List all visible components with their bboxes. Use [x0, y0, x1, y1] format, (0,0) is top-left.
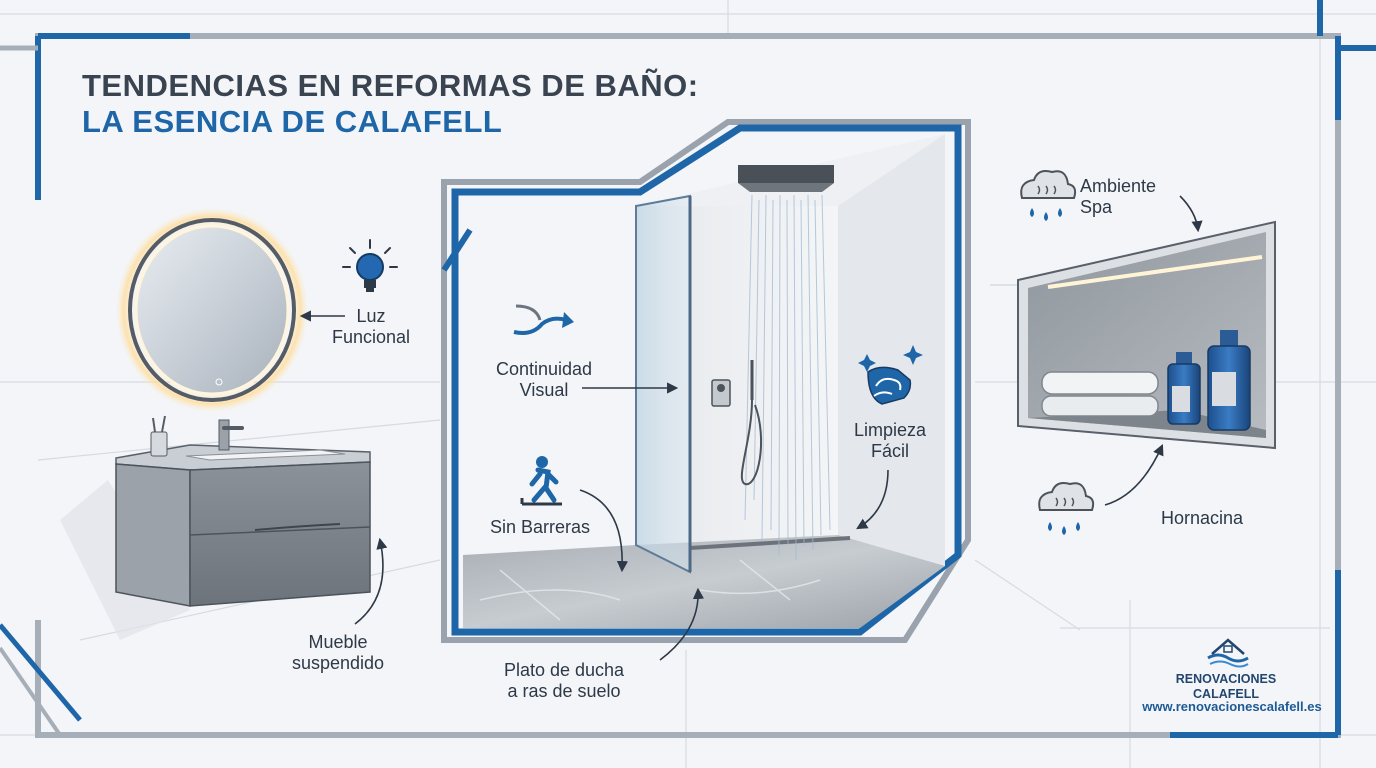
label-sin-barreras: Sin Barreras — [478, 517, 602, 538]
shower-frame — [441, 119, 971, 643]
walking-person-icon — [520, 456, 562, 506]
label-line: Spa — [1080, 197, 1113, 217]
label-line: Ambiente — [1080, 176, 1157, 196]
label-line: a ras de suelo — [507, 681, 621, 701]
label-plato-ducha: Plato de ducha a ras de suelo — [482, 660, 646, 702]
brand-name-line-2: CALAFELL — [1193, 687, 1259, 701]
label-luz-funcional: Luz Funcional — [316, 306, 426, 348]
towels — [1041, 371, 1159, 417]
round-mirror — [116, 208, 308, 412]
wall-niche — [990, 220, 1276, 450]
lightbulb-icon — [342, 239, 398, 292]
label-limpieza-facil: Limpieza Fácil — [838, 420, 942, 462]
label-line: Sin Barreras — [489, 517, 591, 537]
label-hornacina: Hornacina — [1140, 508, 1264, 529]
outer-frame — [0, 0, 1376, 738]
label-line: Plato de ducha — [503, 660, 625, 680]
label-line: Fácil — [870, 441, 909, 461]
label-line: suspendido — [291, 653, 385, 673]
label-line: Luz — [356, 306, 386, 326]
rain-cloud-icon — [1020, 170, 1077, 221]
brand-name-line-1: RENOVACIONES — [1175, 672, 1277, 686]
rain-cloud-icon — [1038, 482, 1095, 535]
label-line: Visual — [519, 380, 569, 400]
bottles — [1167, 330, 1251, 431]
label-line: Limpieza — [853, 420, 927, 440]
brand-name: RENOVACIONES CALAFELL — [1166, 672, 1286, 702]
cleaning-hand-icon — [858, 345, 923, 405]
title-line-1: TENDENCIAS EN REFORMAS DE BAÑO: — [82, 68, 699, 103]
title-line-2: LA ESENCIA DE CALAFELL — [82, 104, 503, 139]
floating-vanity — [60, 415, 371, 640]
label-ambiente-spa: Ambiente Spa — [1080, 176, 1184, 218]
label-line: Continuidad — [495, 359, 593, 379]
label-continuidad-visual: Continuidad Visual — [476, 359, 612, 401]
label-line: Mueble — [308, 632, 368, 652]
shower-interior — [463, 134, 945, 628]
label-line: Hornacina — [1160, 508, 1244, 528]
brand-url-link[interactable]: www.renovacionescalafell.es — [1142, 699, 1322, 714]
curved-arrow-icon — [513, 304, 574, 335]
annotation-arrows — [299, 195, 1203, 661]
label-line: Funcional — [331, 327, 411, 347]
label-mueble-suspendido: Mueble suspendido — [270, 632, 406, 674]
house-wave-logo-icon — [1207, 638, 1249, 668]
